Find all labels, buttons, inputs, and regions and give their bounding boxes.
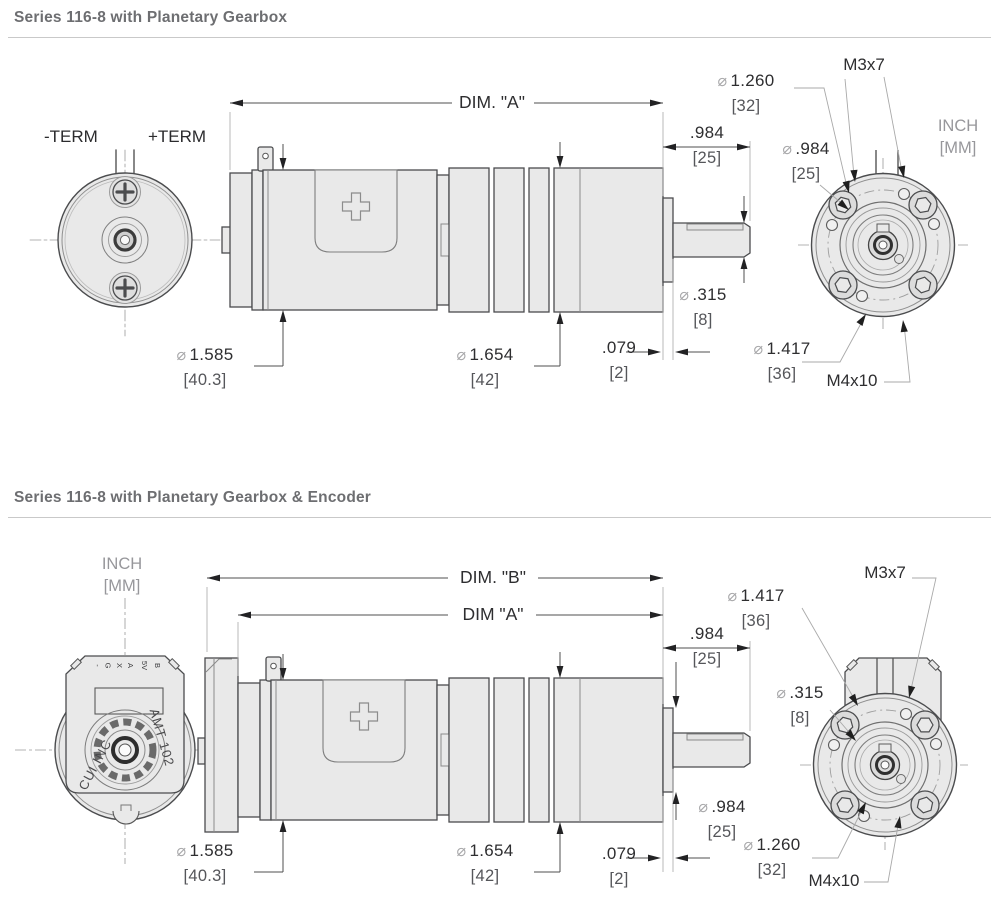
- cross-emblem: [349, 702, 379, 731]
- encoder-side-view: [197, 656, 751, 833]
- units-label: INCH [MM]: [101, 555, 143, 596]
- units-label: INCH [MM]: [937, 117, 979, 158]
- diameter-symbol: ⌀: [727, 588, 738, 605]
- dim-shaft-dia: ⌀.315 [8]: [776, 683, 824, 728]
- dimension-lines-section2: [206, 574, 751, 873]
- dim-m4-circle: ⌀1.417 [36]: [727, 586, 785, 631]
- section2-title: Series 116-8 with Planetary Gearbox & En…: [14, 489, 372, 506]
- m3-thread-label: M3x7: [843, 55, 885, 74]
- section1-title: Series 116-8 with Planetary Gearbox: [14, 9, 288, 26]
- dim-boss-width: .079 [2]: [601, 844, 637, 889]
- dim-gearbox-dia: ⌀1.654 [42]: [456, 841, 514, 886]
- diameter-symbol: ⌀: [717, 73, 728, 90]
- motor-front-view: [29, 149, 221, 337]
- m4-socket-screws: [830, 710, 940, 820]
- pos-term-label: +TERM: [148, 127, 207, 146]
- cross-emblem: [341, 192, 371, 221]
- leader-lines-section2: [801, 577, 937, 883]
- motor-side-view: [221, 146, 751, 313]
- diameter-symbol: ⌀: [456, 843, 467, 860]
- diameter-symbol: ⌀: [743, 837, 754, 854]
- dim-m3-circle: ⌀1.260 [32]: [717, 71, 775, 116]
- encoder-pin-labels: - G X A 5V B: [92, 660, 162, 671]
- dim-a-label: DIM "A": [462, 604, 524, 624]
- diameter-symbol: ⌀: [456, 347, 467, 364]
- diameter-symbol: ⌀: [176, 843, 187, 860]
- section1-divider: [8, 37, 991, 38]
- dim-gearbox-dia: ⌀1.654 [42]: [456, 345, 514, 390]
- diameter-symbol: ⌀: [776, 685, 787, 702]
- leader-lines-section1: [794, 76, 911, 383]
- dim-a-label: DIM. "A": [459, 92, 525, 112]
- section2-divider: [8, 517, 991, 518]
- dim-shaft-length: .984 [25]: [689, 624, 725, 669]
- dim-shaft-length: .984 [25]: [689, 123, 725, 168]
- dimension-lines-section1: [229, 99, 751, 367]
- encoder-front-view: [15, 598, 230, 864]
- diameter-symbol: ⌀: [176, 347, 187, 364]
- diameter-symbol: ⌀: [698, 799, 709, 816]
- terminal-screw-top: [109, 176, 141, 208]
- m3-tapped-holes: [825, 187, 941, 303]
- dim-pilot-dia: ⌀.984 [25]: [782, 139, 830, 184]
- encoder-face-view: [800, 657, 968, 850]
- gearbox-face-view: [798, 150, 968, 332]
- diameter-symbol: ⌀: [782, 141, 793, 158]
- dim-motor-dia: ⌀1.585 [40.3]: [176, 345, 234, 390]
- diameter-symbol: ⌀: [753, 341, 764, 358]
- dim-boss-width: .079 [2]: [601, 338, 637, 383]
- diameter-symbol: ⌀: [679, 287, 690, 304]
- terminal-screw-bottom: [109, 272, 141, 304]
- dim-m3-circle: ⌀1.260 [32]: [743, 835, 801, 880]
- dim-pilot-dia: ⌀.984 [25]: [698, 797, 746, 842]
- dim-shaft-dia: ⌀.315 [8]: [679, 285, 727, 330]
- m3-thread-label: M3x7: [864, 563, 906, 582]
- dim-b-label: DIM. "B": [460, 567, 526, 587]
- neg-term-label: -TERM: [44, 127, 98, 146]
- m4-thread-label: M4x10: [826, 371, 878, 390]
- dim-motor-dia: ⌀1.585 [40.3]: [176, 841, 234, 886]
- m4-thread-label: M4x10: [808, 871, 860, 890]
- output-shaft: [672, 732, 751, 768]
- dim-m4-circle: ⌀1.417 [36]: [753, 339, 811, 384]
